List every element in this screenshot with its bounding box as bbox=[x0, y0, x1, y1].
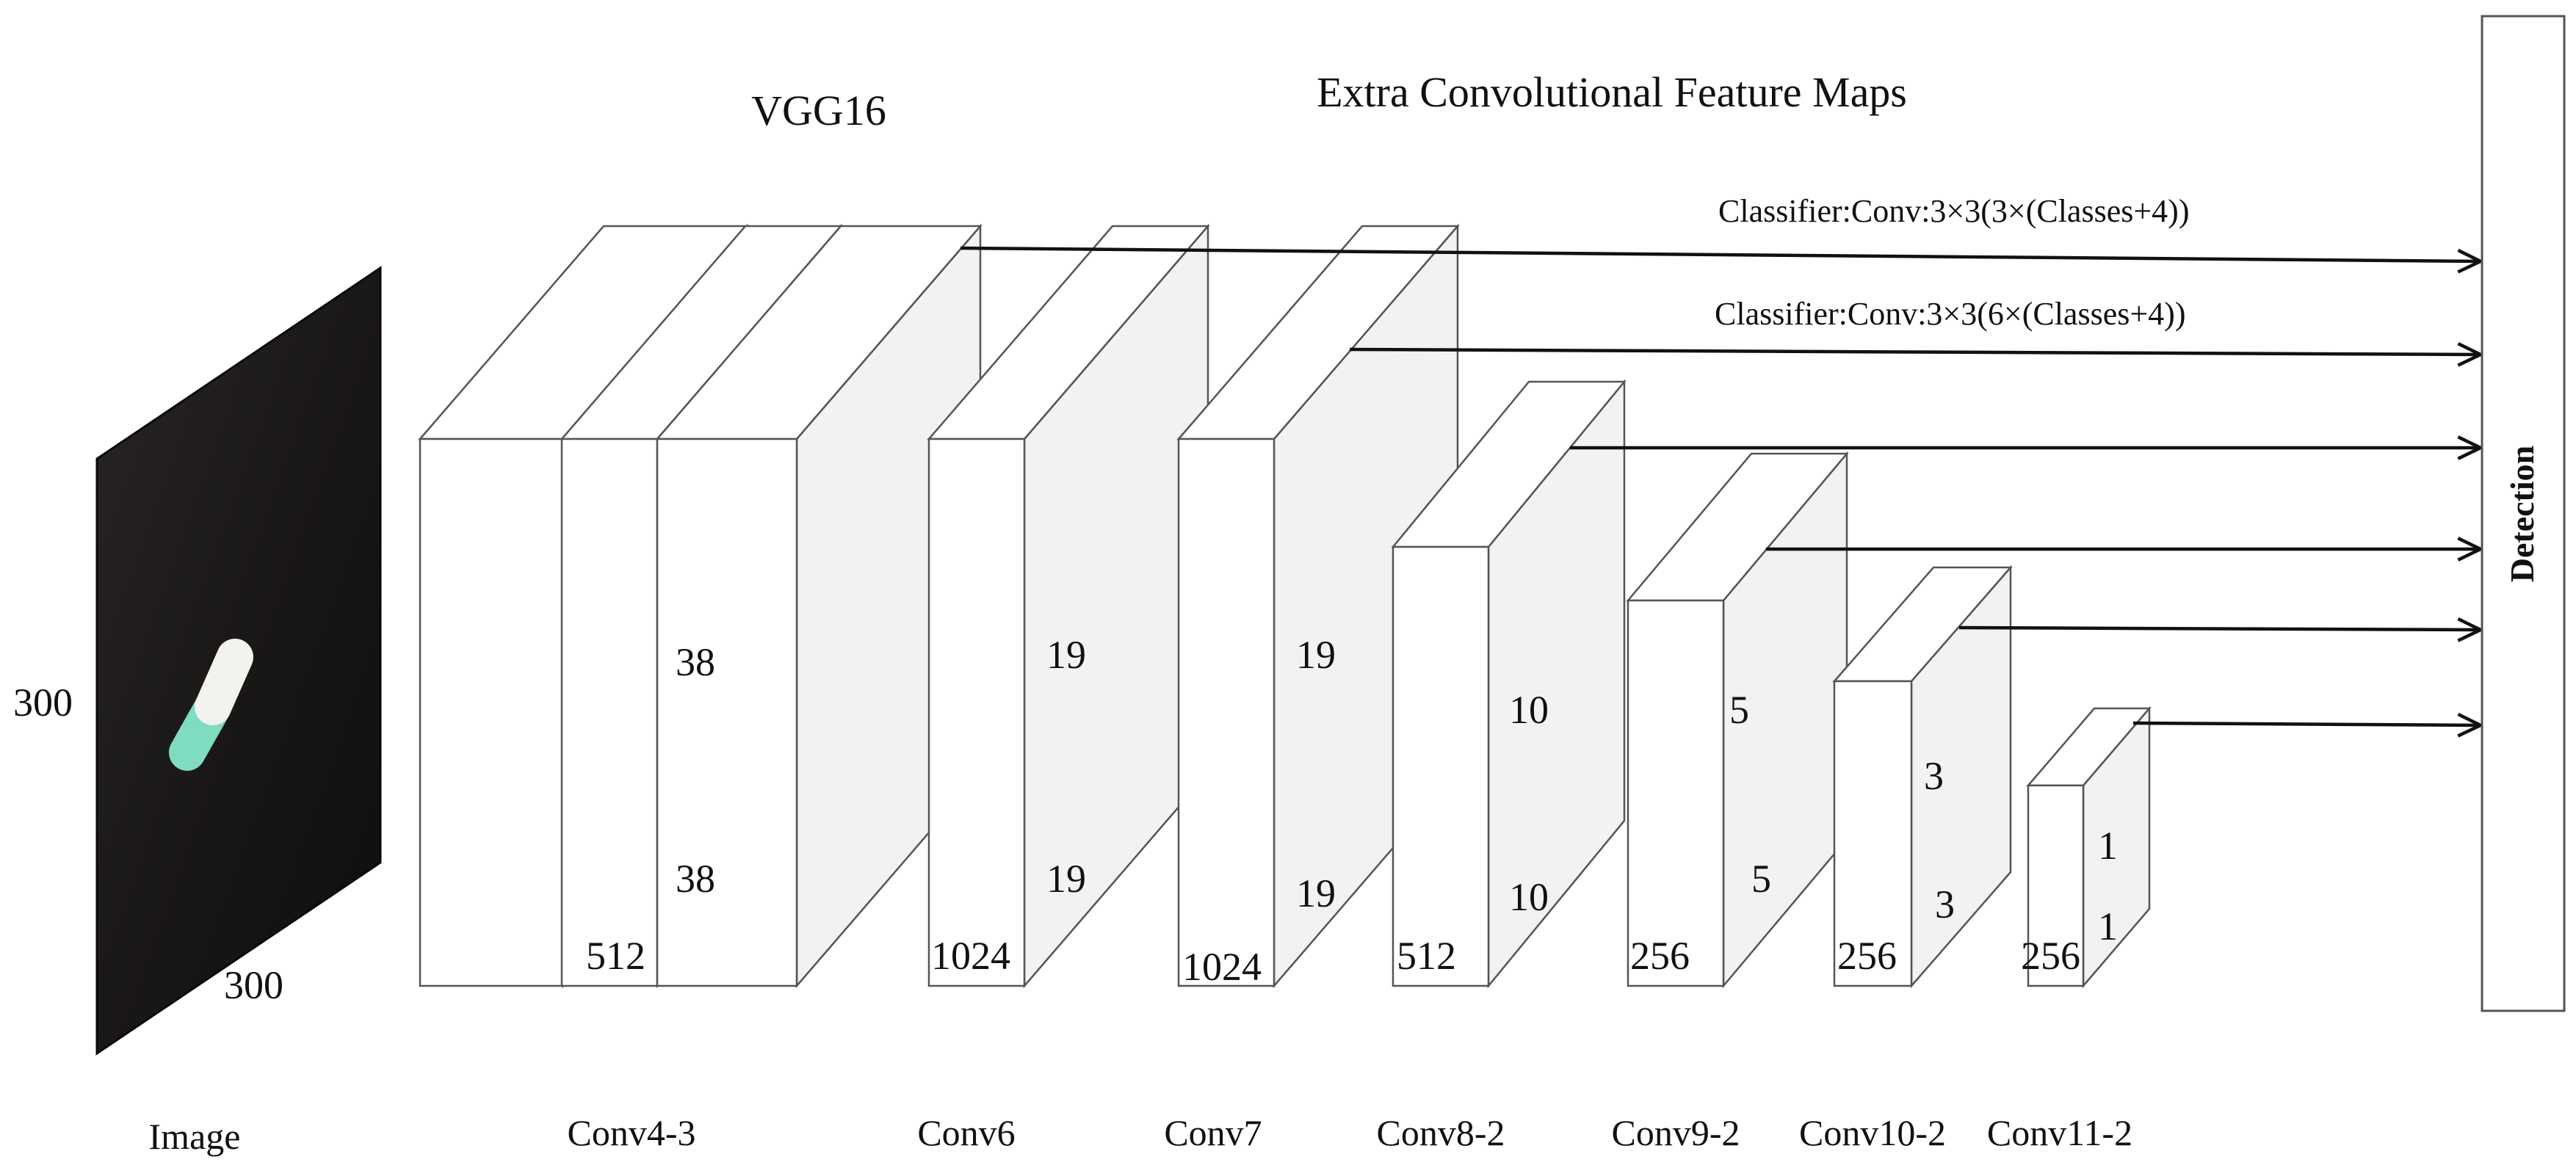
feature-map-conv11-2-caption: Conv11-2 bbox=[1987, 1112, 2132, 1153]
feature-map-conv6-caption: Conv6 bbox=[917, 1112, 1015, 1153]
feature-map-conv9-2-channels-label: 256 bbox=[1630, 934, 1690, 978]
feature-map-conv8-2-channels-label: 512 bbox=[1397, 934, 1456, 978]
feature-map-conv9-2-height-label: 5 bbox=[1729, 688, 1749, 732]
feature-map-conv8-2-slab-1-front-face bbox=[1392, 545, 1490, 987]
feature-map-conv6-height-label: 19 bbox=[1046, 633, 1086, 677]
feature-map-conv4-3-slab-1-front-face bbox=[419, 438, 565, 987]
feature-map-conv6 bbox=[927, 223, 1210, 989]
feature-map-conv9-2-slab-1-front-face bbox=[1627, 599, 1725, 987]
feature-map-conv10-2-channels-label: 256 bbox=[1837, 934, 1897, 978]
feature-map-conv10-2-caption: Conv10-2 bbox=[1799, 1112, 1946, 1153]
capsule-pill bbox=[169, 639, 253, 771]
feature-map-conv6-channels-label: 1024 bbox=[931, 934, 1010, 978]
feature-to-detection-arrows bbox=[960, 246, 2485, 738]
feature-map-conv7-width-label: 19 bbox=[1296, 871, 1336, 915]
feature-map-conv4-3-width-label: 38 bbox=[676, 857, 715, 901]
feature-map-conv7-caption: Conv7 bbox=[1164, 1112, 1262, 1153]
detection-label: Detection bbox=[2503, 446, 2541, 582]
feature-map-conv10-2-width-label: 3 bbox=[1935, 882, 1955, 926]
feature-map-conv11-2-channels-label: 256 bbox=[2021, 934, 2080, 978]
feature-map-conv4-3-slab-2-front-face bbox=[560, 438, 659, 987]
feature-map-conv8-2-height-label: 10 bbox=[1509, 688, 1549, 732]
detection-arrow-4 bbox=[1766, 537, 2485, 562]
detection-arrow-1 bbox=[960, 246, 2485, 274]
extra-feature-maps-title: Extra Convolutional Feature Maps bbox=[1317, 68, 1907, 116]
feature-map-conv4-3-slab-3-front-face bbox=[656, 438, 798, 987]
feature-map-conv7-slab-1-front-face bbox=[1177, 438, 1276, 987]
feature-map-conv9-2-width-label: 5 bbox=[1751, 857, 1771, 901]
feature-map-conv10-2 bbox=[1832, 565, 2013, 989]
feature-map-conv4-3-height-label: 38 bbox=[676, 640, 715, 684]
detection-arrow-2 bbox=[1349, 342, 2485, 367]
feature-map-conv4-3-caption: Conv4-3 bbox=[568, 1112, 696, 1153]
feature-map-conv6-width-label: 19 bbox=[1046, 857, 1086, 901]
image-caption: Image bbox=[149, 1116, 241, 1157]
detection-arrow-5 bbox=[1958, 617, 2485, 642]
feature-map-conv4-3-channels-label: 512 bbox=[586, 934, 645, 978]
feature-map-conv4-3 bbox=[418, 223, 983, 989]
detection-panel bbox=[2481, 15, 2566, 1012]
feature-map-conv9-2 bbox=[1626, 451, 1849, 989]
feature-map-conv10-2-height-label: 3 bbox=[1924, 754, 1944, 798]
feature-map-conv11-2-width-label: 1 bbox=[2098, 904, 2118, 948]
feature-map-conv9-2-caption: Conv9-2 bbox=[1612, 1112, 1740, 1153]
feature-map-conv7-height-label: 19 bbox=[1296, 633, 1336, 677]
feature-map-conv6-slab-1-front-face bbox=[927, 438, 1026, 987]
feature-map-conv11-2-height-label: 1 bbox=[2098, 824, 2118, 868]
detection-arrow-3 bbox=[1570, 435, 2485, 460]
classifier-label-2: Classifier:Conv:3×3(6×(Classes+4)) bbox=[1715, 296, 2185, 332]
input-image bbox=[95, 266, 382, 1056]
feature-map-conv11-2 bbox=[2026, 705, 2152, 989]
image-height-label: 300 bbox=[13, 680, 73, 725]
feature-map-conv7-channels-label: 1024 bbox=[1182, 945, 1262, 989]
classifier-label-1: Classifier:Conv:3×3(3×(Classes+4)) bbox=[1718, 193, 2189, 229]
vgg16-title: VGG16 bbox=[751, 87, 886, 134]
feature-map-conv8-2-caption: Conv8-2 bbox=[1377, 1112, 1505, 1153]
detection-arrow-6 bbox=[2132, 712, 2485, 738]
feature-map-conv8-2-width-label: 10 bbox=[1509, 875, 1549, 919]
feature-map-conv10-2-slab-1-front-face bbox=[1833, 680, 1913, 987]
feature-map-boxes bbox=[418, 223, 2152, 989]
feature-map-conv8-2 bbox=[1391, 379, 1627, 989]
image-width-label: 300 bbox=[224, 963, 283, 1007]
feature-map-conv11-2-slab-1-front-face bbox=[2027, 784, 2085, 987]
